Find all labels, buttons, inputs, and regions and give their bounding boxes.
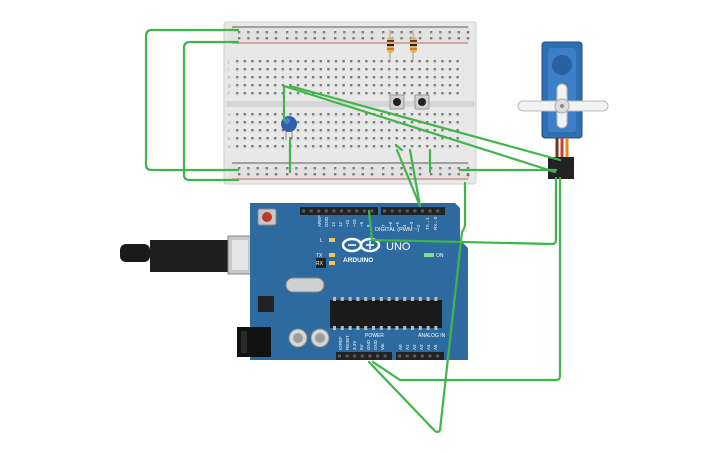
voltage-regulator	[258, 296, 274, 312]
pin-label-a2: A2	[412, 344, 417, 350]
pin-label-5: ~5	[395, 221, 400, 227]
dc-power-jack[interactable]	[237, 327, 271, 357]
pin-label-0: RX←0	[433, 216, 438, 230]
usb-cable	[120, 235, 253, 275]
pin-label-1: TX→1	[425, 217, 430, 230]
row-letter-f: f	[228, 91, 230, 96]
wire-5v-servo	[371, 176, 562, 382]
row-letter-g: g	[228, 83, 231, 88]
breadboard-holes	[236, 31, 470, 176]
digital-header-pins[interactable]	[302, 209, 440, 213]
row-letter-c: c	[228, 128, 230, 133]
top-pin-labels: AREF GND 13 12 ~11 ~10 ~9 8 7 ~6 ~5 4 ~3…	[317, 215, 438, 230]
pin-label-13: 13	[331, 221, 336, 227]
board-capacitors	[288, 328, 330, 348]
row-letter-i: i	[228, 67, 229, 72]
pin-label-reset: RESET	[345, 335, 350, 350]
pin-label-a0: A0	[398, 344, 403, 350]
pin-label-a1: A1	[405, 344, 410, 350]
led-tx	[329, 253, 335, 257]
rail-minus-label-top: -	[467, 30, 469, 36]
label-on: ON	[436, 253, 444, 259]
wire-button-1	[395, 148, 422, 208]
pin-label-a3: A3	[419, 344, 424, 350]
row-letter-j: j	[227, 59, 229, 64]
row-letter-a: a	[228, 144, 231, 149]
label-rx: RX	[316, 261, 324, 267]
usb-chip	[316, 258, 326, 268]
pin-label-vin: Vin	[380, 343, 385, 350]
wire-to-servo-signal	[282, 84, 557, 174]
pushbutton-1[interactable]	[389, 94, 405, 110]
row-letter-d: d	[228, 120, 231, 125]
crystal-oscillator	[285, 277, 325, 293]
pin-label-7: 7	[381, 224, 386, 227]
pushbutton-2[interactable]	[414, 94, 430, 110]
pin-label-3: ~3	[409, 221, 414, 227]
led-on	[424, 253, 434, 257]
led-rx	[329, 261, 335, 265]
analog-pin-labels: A0 A1 A2 A3 A4 A5	[398, 344, 438, 350]
wire-gnd-down	[367, 181, 467, 434]
pin-label-gnd-2: GND	[373, 339, 378, 350]
model-text: UNO	[386, 241, 411, 253]
wire-left-outer	[144, 28, 240, 172]
wire-to-servo-rail	[288, 84, 562, 162]
wire-left-inner	[182, 40, 240, 182]
reset-button[interactable]	[257, 208, 277, 226]
label-tx: TX	[316, 253, 323, 259]
label-l: L	[320, 238, 323, 244]
pin-label-gnd-1: GND	[366, 339, 371, 350]
row-letters-top: j i h g f	[227, 59, 231, 96]
wire-pin9-servo	[367, 176, 558, 246]
servo-motor[interactable]	[517, 41, 609, 179]
power-label: POWER	[365, 333, 384, 339]
pin-label-gnd: GND	[324, 216, 329, 227]
pin-label-12: 12	[338, 221, 343, 227]
pin-label-5v: 5V	[359, 344, 364, 350]
wires[interactable]	[144, 28, 562, 434]
wire-button-2	[408, 148, 422, 208]
pin-label-a4: A4	[426, 344, 431, 350]
pin-label-2: 2	[416, 224, 421, 227]
pin-label-aref: AREF	[317, 215, 322, 227]
brand-text: ARDUINO	[343, 257, 373, 264]
resistor-1[interactable]	[387, 30, 394, 60]
power-pin-labels: IOREF RESET 3.3V 5V GND GND Vin	[338, 335, 385, 350]
arduino-uno-board[interactable]: L TX RX ON ARDUINO UNO DIGITAL (PWM ~) P…	[120, 203, 468, 360]
pin-label-6: ~6	[388, 221, 393, 227]
arduino-logo	[341, 237, 381, 253]
pin-label-a5: A5	[433, 344, 438, 350]
pin-label-4: 4	[402, 224, 407, 227]
atmega-chip	[330, 297, 442, 330]
resistor-2[interactable]	[410, 30, 417, 60]
rail-plus-label-bottom: +	[466, 173, 470, 180]
row-letter-b: b	[228, 136, 231, 141]
wire-breadboard-top	[394, 143, 404, 152]
row-letters-bottom: e d c b a	[228, 112, 231, 149]
pin-label-10: ~10	[352, 219, 357, 227]
digital-label: DIGITAL (PWM ~)	[375, 227, 419, 233]
row-letter-h: h	[228, 75, 231, 80]
pin-label-3v3: 3.3V	[352, 341, 357, 350]
led-l	[329, 238, 335, 242]
power-analog-header-pins[interactable]	[338, 354, 439, 358]
analog-label: ANALOG IN	[418, 333, 446, 339]
row-letter-e: e	[228, 112, 231, 117]
pin-label-8: 8	[366, 224, 371, 227]
pin-label-9: ~9	[359, 221, 364, 227]
pin-label-ioref: IOREF	[338, 336, 343, 350]
pin-label-11: ~11	[345, 219, 350, 227]
